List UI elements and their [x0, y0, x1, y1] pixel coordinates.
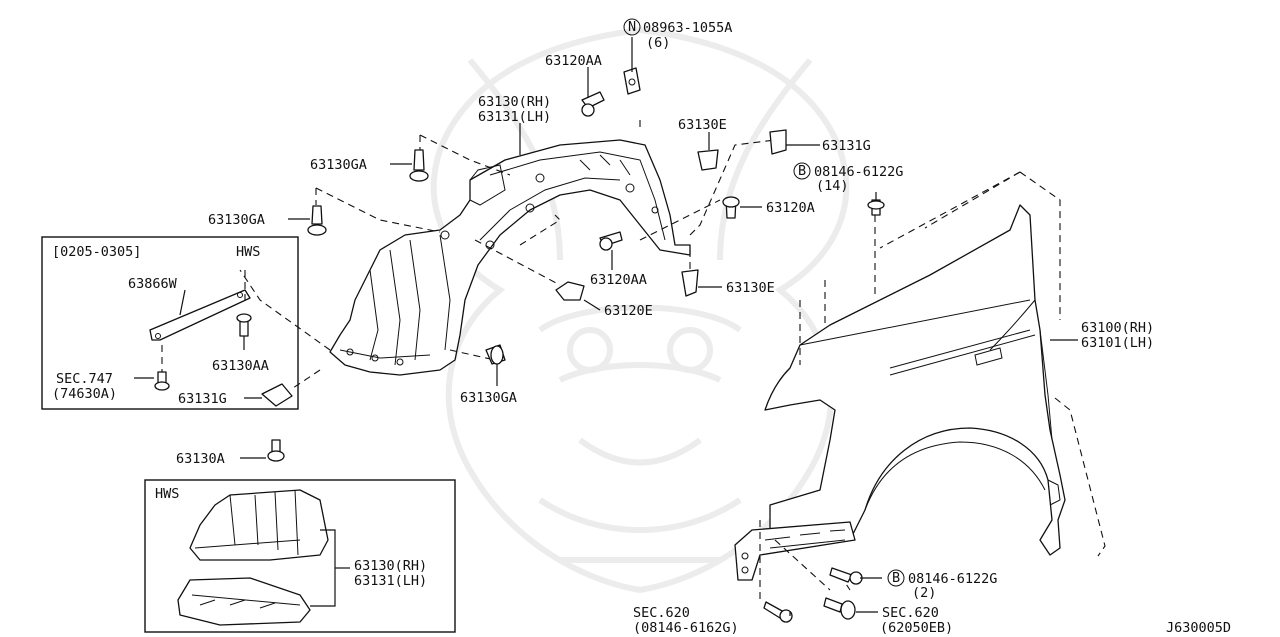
n-marker-text: N	[628, 19, 636, 35]
label-63120E: 63120E	[604, 303, 653, 319]
label-63130A: 63130A	[176, 451, 225, 467]
label-nut-08963: 08963-1055A	[643, 20, 732, 36]
label-63120AA-top: 63120AA	[545, 53, 602, 69]
front-fender	[734, 204, 1066, 581]
leader-lines	[240, 37, 1078, 616]
label-63130GA-3: 63130GA	[460, 390, 517, 406]
n-marker-icon	[623, 18, 641, 36]
label-63130GA-2: 63130GA	[208, 212, 265, 228]
label-63120A: 63120A	[766, 200, 815, 216]
label-63120AA-mid: 63120AA	[590, 272, 647, 288]
label-63130E-mid: 63130E	[726, 280, 775, 296]
fender-mounting-lines	[759, 171, 1106, 600]
label-bolt-08146-2: 08146-6122G	[908, 571, 997, 587]
b-marker-text-2: B	[892, 570, 900, 586]
part-labels: N 08963-1055A (6) 63120AA 63130(RH) 6313…	[52, 18, 1231, 636]
label-63130GA-1: 63130GA	[310, 157, 367, 173]
fasteners	[261, 67, 885, 623]
b-marker-icon-1	[793, 162, 811, 180]
label-liner-lh-top: 63131(LH)	[478, 109, 551, 125]
label-sec620-a: SEC.620	[633, 605, 690, 621]
inset-label-74630A: (74630A)	[52, 386, 117, 402]
label-fender-lh: 63101(LH)	[1081, 335, 1154, 351]
label-bolt-08146-14: 08146-6122G	[814, 164, 903, 180]
inset-box-hws	[144, 479, 456, 633]
label-bolt-08146-2-qty: (2)	[912, 585, 936, 601]
inset-hws-label: HWS	[236, 244, 260, 260]
inset-box-0205-0305	[41, 236, 299, 410]
inset2-label-rh: 63130(RH)	[354, 558, 427, 574]
diagram-id: J630005D	[1166, 620, 1231, 636]
b-marker-icon-2	[887, 569, 905, 587]
label-63131G-left: 63131G	[178, 391, 227, 407]
inset-label-63866W: 63866W	[128, 276, 178, 292]
inset-label-sec747: SEC.747	[56, 371, 113, 387]
inset2-label-lh: 63131(LH)	[354, 573, 427, 589]
inset-label-63130AA: 63130AA	[212, 358, 269, 374]
label-fender-rh: 63100(RH)	[1081, 320, 1154, 336]
watermark-logo	[430, 26, 850, 594]
liner-mounting-lines	[239, 120, 776, 391]
inset-date-label: [0205-0305]	[52, 244, 141, 260]
label-nut-08963-qty: (6)	[646, 35, 670, 51]
b-marker-text-1: B	[798, 163, 806, 179]
label-63130E-top: 63130E	[678, 117, 727, 133]
inset2-hws-label: HWS	[155, 486, 179, 502]
label-sec620-a-part: (08146-6162G)	[633, 620, 739, 636]
label-liner-rh-top: 63130(RH)	[478, 94, 551, 110]
wheel-house-liner	[329, 139, 691, 376]
label-sec620-b-part: (62050EB)	[880, 620, 953, 636]
label-bolt-08146-14-qty: (14)	[816, 178, 849, 194]
label-sec620-b: SEC.620	[882, 605, 939, 621]
label-63131G-top: 63131G	[822, 138, 871, 154]
